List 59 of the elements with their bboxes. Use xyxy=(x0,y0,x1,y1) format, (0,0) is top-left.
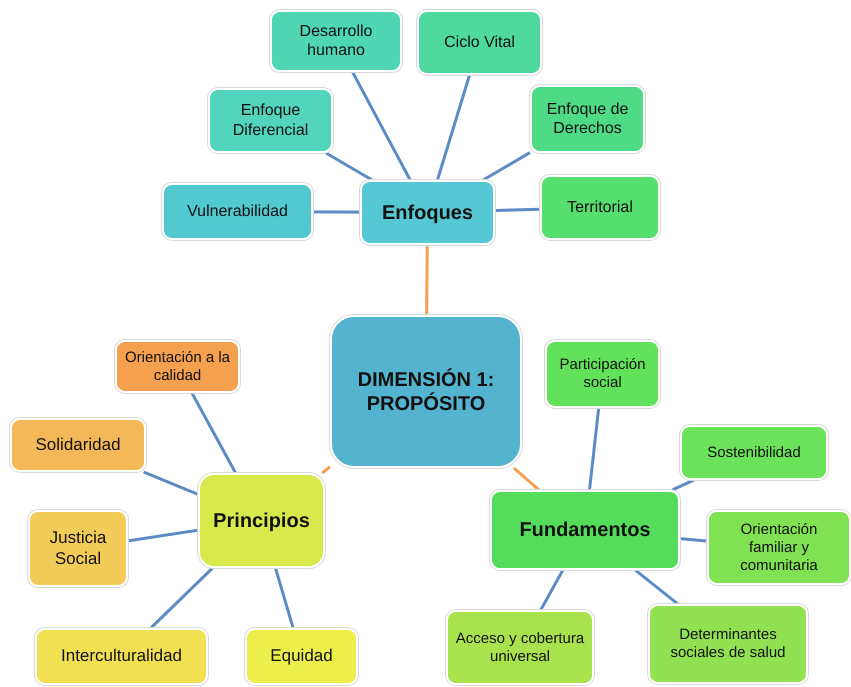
node-label: Justicia Social xyxy=(48,528,108,569)
concept-box xyxy=(680,425,828,480)
node-label: Interculturalidad xyxy=(61,646,182,667)
node-label: Acceso y cobertura universal xyxy=(454,630,586,666)
topic-box xyxy=(360,180,495,245)
connector-line xyxy=(482,151,531,182)
connector-line xyxy=(494,208,540,212)
connector-line xyxy=(128,528,198,542)
topic-box xyxy=(198,473,325,568)
connector-line xyxy=(436,74,471,180)
node-label: Orientación familiar y comunitaria xyxy=(739,520,819,574)
node-label: Vulnerabilidad xyxy=(187,202,288,222)
concept-box xyxy=(446,610,594,685)
topic-box xyxy=(330,315,522,468)
connector-line xyxy=(634,568,679,606)
concept-box xyxy=(648,604,808,684)
concept-box xyxy=(540,175,660,240)
node-label: Determinantes sociales de salud xyxy=(669,626,787,662)
node-label: DIMENSIÓN 1: PROPÓSITO xyxy=(356,368,496,416)
node-label: Principios xyxy=(213,508,310,532)
connector-line xyxy=(351,71,412,181)
connector-line xyxy=(588,408,600,490)
concept-box xyxy=(10,418,146,472)
concept-box xyxy=(35,628,208,685)
node-label: Enfoque de Derechos xyxy=(546,100,630,138)
connector-line xyxy=(143,470,199,496)
concept-box xyxy=(115,340,240,393)
node-label: Orientación a la calidad xyxy=(124,348,232,384)
concept-box xyxy=(28,510,128,587)
connector-line xyxy=(312,210,360,214)
concept-box xyxy=(417,10,542,75)
concept-box xyxy=(208,88,333,153)
node-label: Solidaridad xyxy=(35,434,121,456)
concept-box xyxy=(707,510,851,585)
node-label: Sostenibilidad xyxy=(707,444,801,462)
concept-box xyxy=(270,10,402,72)
connector-line xyxy=(150,566,214,630)
node-label: Enfoque Diferencial xyxy=(232,101,310,140)
connector-line xyxy=(325,152,373,182)
node-label: Desarrollo humano xyxy=(298,22,374,60)
connector-line xyxy=(539,569,564,611)
node-label: Ciclo Vital xyxy=(444,32,515,52)
concept-box xyxy=(162,183,313,240)
connector-line xyxy=(274,568,295,628)
topic-box xyxy=(490,490,680,570)
connector-line xyxy=(680,537,708,542)
connector-line xyxy=(190,392,237,474)
concept-box xyxy=(545,340,660,408)
connector-line xyxy=(321,466,331,474)
concept-box xyxy=(530,85,645,153)
node-label: Enfoques xyxy=(382,200,474,224)
connector-line xyxy=(512,466,540,492)
node-label: Equidad xyxy=(270,646,333,667)
connector-line xyxy=(672,478,695,492)
node-label: Participación social xyxy=(558,356,646,392)
node-label: Fundamentos xyxy=(519,518,651,542)
node-label: Territorial xyxy=(567,198,633,218)
connector-line xyxy=(425,244,429,316)
concept-box xyxy=(245,628,358,685)
